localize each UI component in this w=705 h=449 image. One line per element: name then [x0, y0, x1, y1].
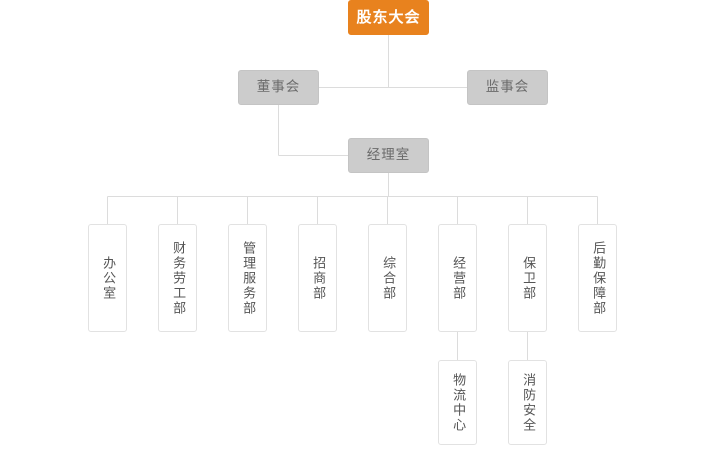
- node-label: 经营部: [450, 255, 466, 301]
- node-label: 办公室: [100, 255, 116, 301]
- node-department-finance-labor[interactable]: 财务劳工部: [158, 224, 197, 332]
- node-board-of-directors[interactable]: 董事会: [238, 70, 319, 105]
- node-board-of-supervisors[interactable]: 监事会: [467, 70, 548, 105]
- node-department-security[interactable]: 保卫部: [508, 224, 547, 332]
- node-department-general[interactable]: 综合部: [368, 224, 407, 332]
- node-label: 管理服务部: [240, 240, 256, 316]
- node-department-investment[interactable]: 招商部: [298, 224, 337, 332]
- node-subdepartment-fire-safety[interactable]: 消防安全: [508, 360, 547, 445]
- node-label: 监事会: [485, 78, 530, 95]
- node-label: 招商部: [310, 255, 326, 301]
- node-manager-office[interactable]: 经理室: [348, 138, 429, 173]
- node-department-office[interactable]: 办公室: [88, 224, 127, 332]
- node-label: 财务劳工部: [170, 240, 186, 316]
- node-label: 股东大会: [356, 7, 421, 26]
- node-department-operations[interactable]: 经营部: [438, 224, 477, 332]
- node-subdepartment-logistics-center[interactable]: 物流中心: [438, 360, 477, 445]
- node-department-logistics-support[interactable]: 后勤保障部: [578, 224, 617, 332]
- node-label: 董事会: [256, 78, 301, 95]
- node-label: 物流中心: [450, 372, 466, 433]
- node-department-management-service[interactable]: 管理服务部: [228, 224, 267, 332]
- node-shareholders-meeting[interactable]: 股东大会: [348, 0, 429, 35]
- node-label: 经理室: [366, 146, 411, 163]
- node-label: 消防安全: [520, 372, 536, 433]
- node-label: 后勤保障部: [590, 240, 606, 316]
- node-label: 保卫部: [520, 255, 536, 301]
- node-label: 综合部: [380, 255, 396, 301]
